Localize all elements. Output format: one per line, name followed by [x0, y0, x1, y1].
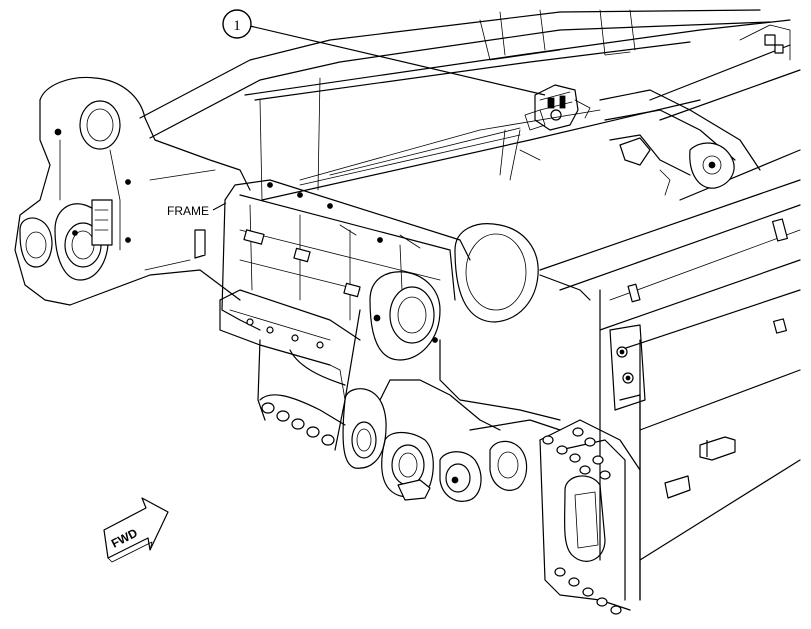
- component-1-assembly: [499, 84, 591, 181]
- lower-axle-mount: [219, 289, 361, 446]
- frame-label-group: FRAME: [167, 202, 227, 218]
- bolt-row: [261, 402, 335, 446]
- frame-label-leader: [212, 202, 227, 211]
- forward-arrow: FWD: [103, 497, 169, 563]
- middle-frame-box: [221, 109, 601, 331]
- callout-number: 1: [233, 18, 241, 34]
- callout-1: 1: [222, 9, 546, 96]
- bracket-bolts: [542, 427, 622, 615]
- rear-upright-bracket: [539, 324, 646, 615]
- center-pivot: [334, 223, 591, 451]
- callout-leader-line: [249, 25, 546, 96]
- callout-balloon: [222, 9, 252, 39]
- lower-linkage: [342, 379, 561, 502]
- upper-frame-rail: [139, 9, 791, 201]
- frame-label: FRAME: [167, 204, 209, 218]
- left-front-frame: [14, 76, 251, 306]
- rear-cross-member: [599, 24, 791, 196]
